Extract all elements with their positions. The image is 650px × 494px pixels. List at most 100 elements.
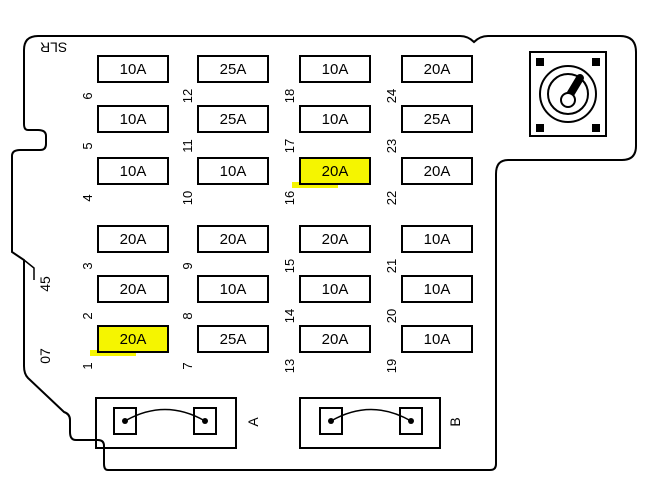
fuse-rating: 10A	[424, 331, 451, 348]
fuse-body	[299, 225, 371, 253]
fuse-number: 8	[180, 312, 195, 319]
fuse-number: 17	[282, 139, 297, 153]
fuse-body	[401, 275, 473, 303]
fuse-body	[299, 157, 371, 185]
fuse-body	[97, 157, 169, 185]
fuse-body	[97, 105, 169, 133]
fuse-body	[299, 105, 371, 133]
fuse-number: 16	[282, 191, 297, 205]
relay-a-label: A	[245, 417, 261, 427]
fuse-body	[197, 105, 269, 133]
fuse-number: 9	[180, 262, 195, 269]
fuse-rating: 25A	[220, 61, 247, 78]
fuse-rating: 10A	[120, 111, 147, 128]
fuse-rating: 10A	[220, 163, 247, 180]
fuse-rating: 20A	[120, 281, 147, 298]
fuse-grid: 20A120A220A310A410A510A625A710A820A910A1…	[80, 55, 473, 373]
fuse-number: 19	[384, 359, 399, 373]
fuse-13: 20A 13	[282, 325, 371, 373]
fuse-number: 1	[80, 362, 95, 369]
fuse-3: 20A 3	[80, 225, 169, 270]
fuse-rating: 25A	[220, 111, 247, 128]
fuse-body	[401, 225, 473, 253]
fuse-body	[197, 157, 269, 185]
fuse-body	[299, 275, 371, 303]
fuse-17: 10A 17	[282, 105, 371, 153]
fuse-number: 10	[180, 191, 195, 205]
side-label-bottom: 07	[37, 348, 53, 364]
fuse-body	[197, 55, 269, 83]
fuse-rating: 20A	[424, 61, 451, 78]
relay-a	[95, 397, 237, 449]
fuse-rating: 20A	[322, 331, 349, 348]
fuse-number: 20	[384, 309, 399, 323]
fuse-12: 25A 12	[180, 55, 269, 103]
fuse-rating: 10A	[220, 281, 247, 298]
fuse-body	[401, 55, 473, 83]
fuse-rating: 20A	[424, 163, 451, 180]
fuse-19: 10A 19	[384, 325, 473, 373]
relay-b	[299, 397, 441, 449]
fuse-number: 12	[180, 89, 195, 103]
fuse-rating: 20A	[120, 331, 147, 348]
fuse-body	[197, 275, 269, 303]
side-label-top: 45	[37, 276, 53, 292]
fuse-number: 2	[80, 312, 95, 319]
fuse-body	[401, 325, 473, 353]
fuse-body	[197, 225, 269, 253]
fuse-rating: 20A	[322, 163, 349, 180]
fuse-body	[401, 105, 473, 133]
fuse-number: 11	[180, 139, 195, 153]
fuse-number: 14	[282, 309, 297, 323]
fuse-body	[97, 55, 169, 83]
round-connector	[529, 51, 607, 137]
fuse-number: 23	[384, 139, 399, 153]
fuse-rating: 10A	[120, 163, 147, 180]
fuse-8: 10A 8	[180, 275, 269, 320]
fuse-rating: 10A	[424, 281, 451, 298]
fuse-number: 21	[384, 259, 399, 273]
fuse-number: 3	[80, 262, 95, 269]
fuse-body	[401, 157, 473, 185]
fuse-9: 20A 9	[180, 225, 269, 270]
fuse-5: 10A 5	[80, 105, 169, 150]
fuse-body	[97, 325, 169, 353]
fuse-rating: 10A	[322, 61, 349, 78]
corner-label: SLR	[40, 39, 67, 55]
fuse-24: 20A 24	[384, 55, 473, 103]
fuse-number: 5	[80, 142, 95, 149]
fuse-rating: 20A	[120, 231, 147, 248]
fuse-rating: 10A	[322, 111, 349, 128]
panel-edge-detail	[23, 259, 35, 280]
fuse-23: 25A 23	[384, 105, 473, 153]
fuse-rating: 10A	[322, 281, 349, 298]
fuse-number: 18	[282, 89, 297, 103]
fuse-11: 25A 11	[180, 105, 269, 153]
fuse-2: 20A 2	[80, 275, 169, 320]
fuse-rating: 25A	[424, 111, 451, 128]
fuse-rating: 20A	[220, 231, 247, 248]
fuse-body	[197, 325, 269, 353]
fuse-21: 10A 21	[384, 225, 473, 273]
fuse-16: 20A 16	[282, 157, 371, 205]
fuse-number: 6	[80, 92, 95, 99]
fuse-number: 4	[80, 194, 95, 201]
fuse-number: 13	[282, 359, 297, 373]
fuse-20: 10A 20	[384, 275, 473, 323]
fuse-18: 10A 18	[282, 55, 371, 103]
fuse-10: 10A 10	[180, 157, 269, 205]
fuse-body	[299, 325, 371, 353]
fuse-rating: 20A	[322, 231, 349, 248]
fuse-body	[299, 55, 371, 83]
fuse-rating: 10A	[424, 231, 451, 248]
fuse-1: 20A 1	[80, 325, 169, 370]
fuse-14: 10A 14	[282, 275, 371, 323]
fuse-body	[97, 275, 169, 303]
fuse-4: 10A 4	[80, 157, 169, 202]
fuse-panel-outline	[11, 35, 637, 471]
fuse-number: 24	[384, 89, 399, 103]
